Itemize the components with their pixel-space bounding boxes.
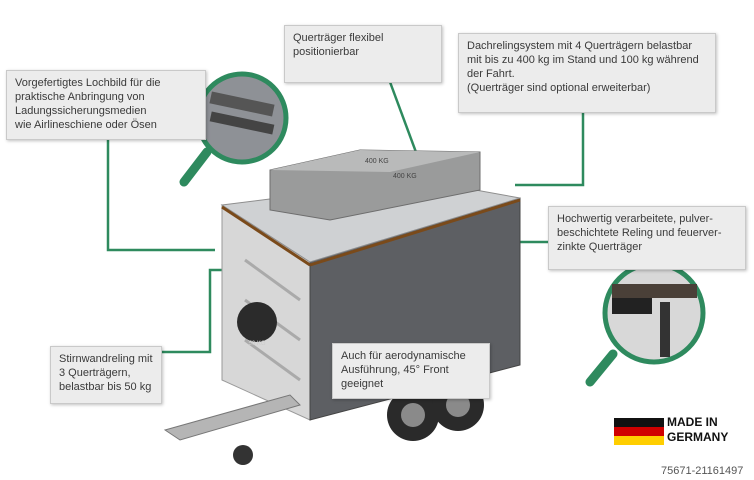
- reference-number: 75671-21161497: [661, 465, 744, 477]
- callout-lochbild: Vorgefertigtes Lochbild für die praktisc…: [6, 70, 206, 140]
- callout-quertraeger: Querträger flexibel positionierbar: [284, 25, 442, 83]
- german-flag-icon: [614, 418, 664, 445]
- made-in-germany-badge: MADE IN GERMANY: [667, 415, 729, 444]
- callout-reling: Hochwertig verarbeitete, pulver- beschic…: [548, 206, 746, 270]
- callout-aerodynamik: Auch für aerodynamische Ausführung, 45° …: [332, 343, 490, 399]
- callout-stirnwand: Stirnwandreling mit 3 Querträgern, belas…: [50, 346, 162, 404]
- load-block: 400 KG 400 KG: [269, 149, 481, 221]
- block-label-side: 400 KG: [393, 173, 417, 180]
- callout-dachreling: Dachrelingsystem mit 4 Querträgern belas…: [458, 33, 716, 113]
- block-label-top: 400 KG: [365, 158, 389, 165]
- magnifier-lochbild: [179, 71, 289, 187]
- wheel-weight-label: 50 KG: [248, 341, 265, 347]
- magnifier-reling: [585, 261, 706, 387]
